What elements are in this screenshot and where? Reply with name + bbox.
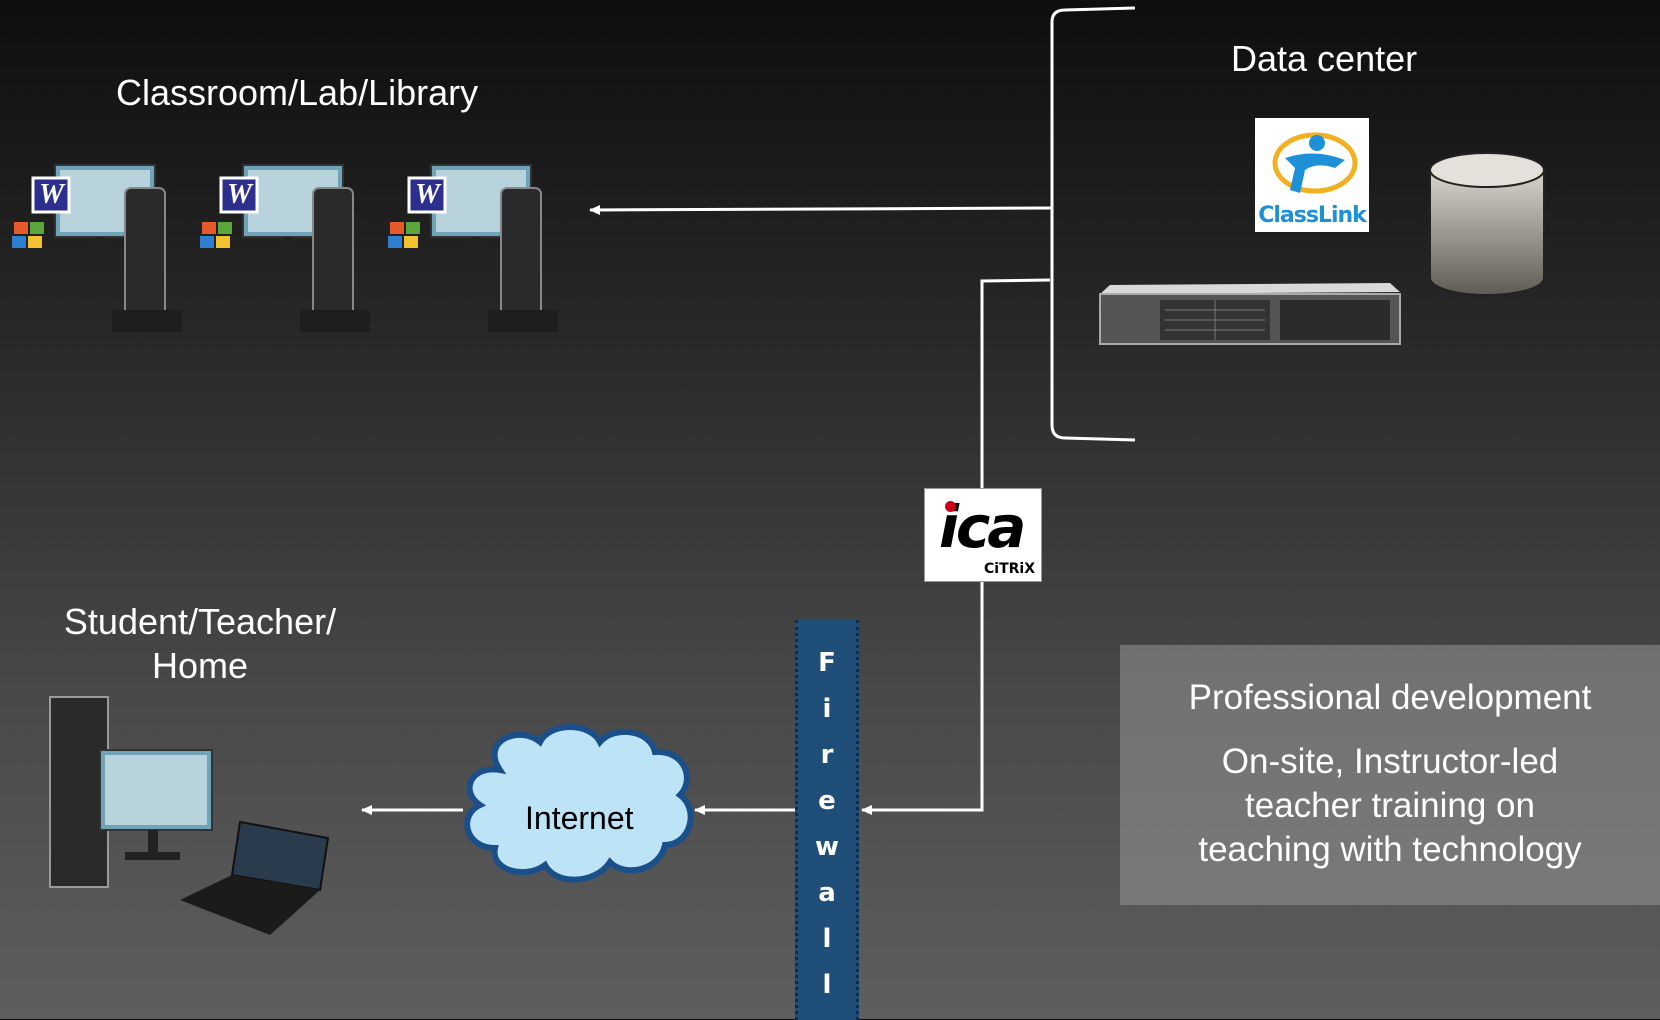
arrow-to-classroom (589, 204, 1053, 215)
database-icon (1429, 152, 1545, 296)
firewall-letter: w (814, 832, 840, 862)
pd-line: On-site, Instructor-led (1221, 742, 1559, 781)
datacenter-bracket (1050, 6, 1136, 442)
home-laptop-icon (180, 820, 330, 935)
firewall-letter: l (822, 970, 832, 1000)
server-icon (1099, 283, 1401, 345)
firewall-letter: e (818, 786, 836, 816)
student-label-line1: Student/Teacher/ (63, 601, 337, 642)
word-badge-3: W (415, 179, 440, 210)
pd-line: teacher training on (1245, 786, 1535, 825)
pd-title: Professional development (1188, 678, 1592, 717)
citrix-sub-text: CiTRiX (984, 561, 1035, 577)
student-label: Student/Teacher/ Home (50, 600, 350, 688)
citrix-ica-dot (945, 501, 956, 512)
firewall-letter: a (818, 878, 836, 908)
classroom-computer-3 (388, 164, 558, 332)
classlink-text: ClassLink (1258, 203, 1367, 228)
professional-development-box: Professional development On-site, Instru… (1120, 645, 1660, 905)
pd-line: teaching with technology (1198, 830, 1582, 869)
classroom-label: Classroom/Lab/Library (116, 72, 479, 113)
classlink-logo: ClassLink (1255, 118, 1369, 232)
student-label-line2: Home (151, 645, 249, 686)
word-badge-2: W (227, 179, 252, 210)
classlink-figure-icon (1272, 132, 1358, 194)
internet-cloud (464, 724, 694, 883)
firewall: F i r e w a l l (795, 620, 859, 1020)
firewall-letter: l (822, 924, 832, 954)
classroom-computer-1 (12, 164, 182, 332)
firewall-letter: i (822, 694, 832, 724)
internet-label: Internet (525, 800, 634, 836)
home-desktop-icon (49, 696, 213, 888)
firewall-letter: F (818, 648, 836, 678)
classroom-computer-2 (200, 164, 370, 332)
word-badge-1: W (39, 179, 64, 210)
citrix-ica-logo: ica CiTRiX (924, 488, 1042, 582)
datacenter-label: Data center (1231, 38, 1418, 79)
firewall-letter: r (820, 740, 834, 770)
